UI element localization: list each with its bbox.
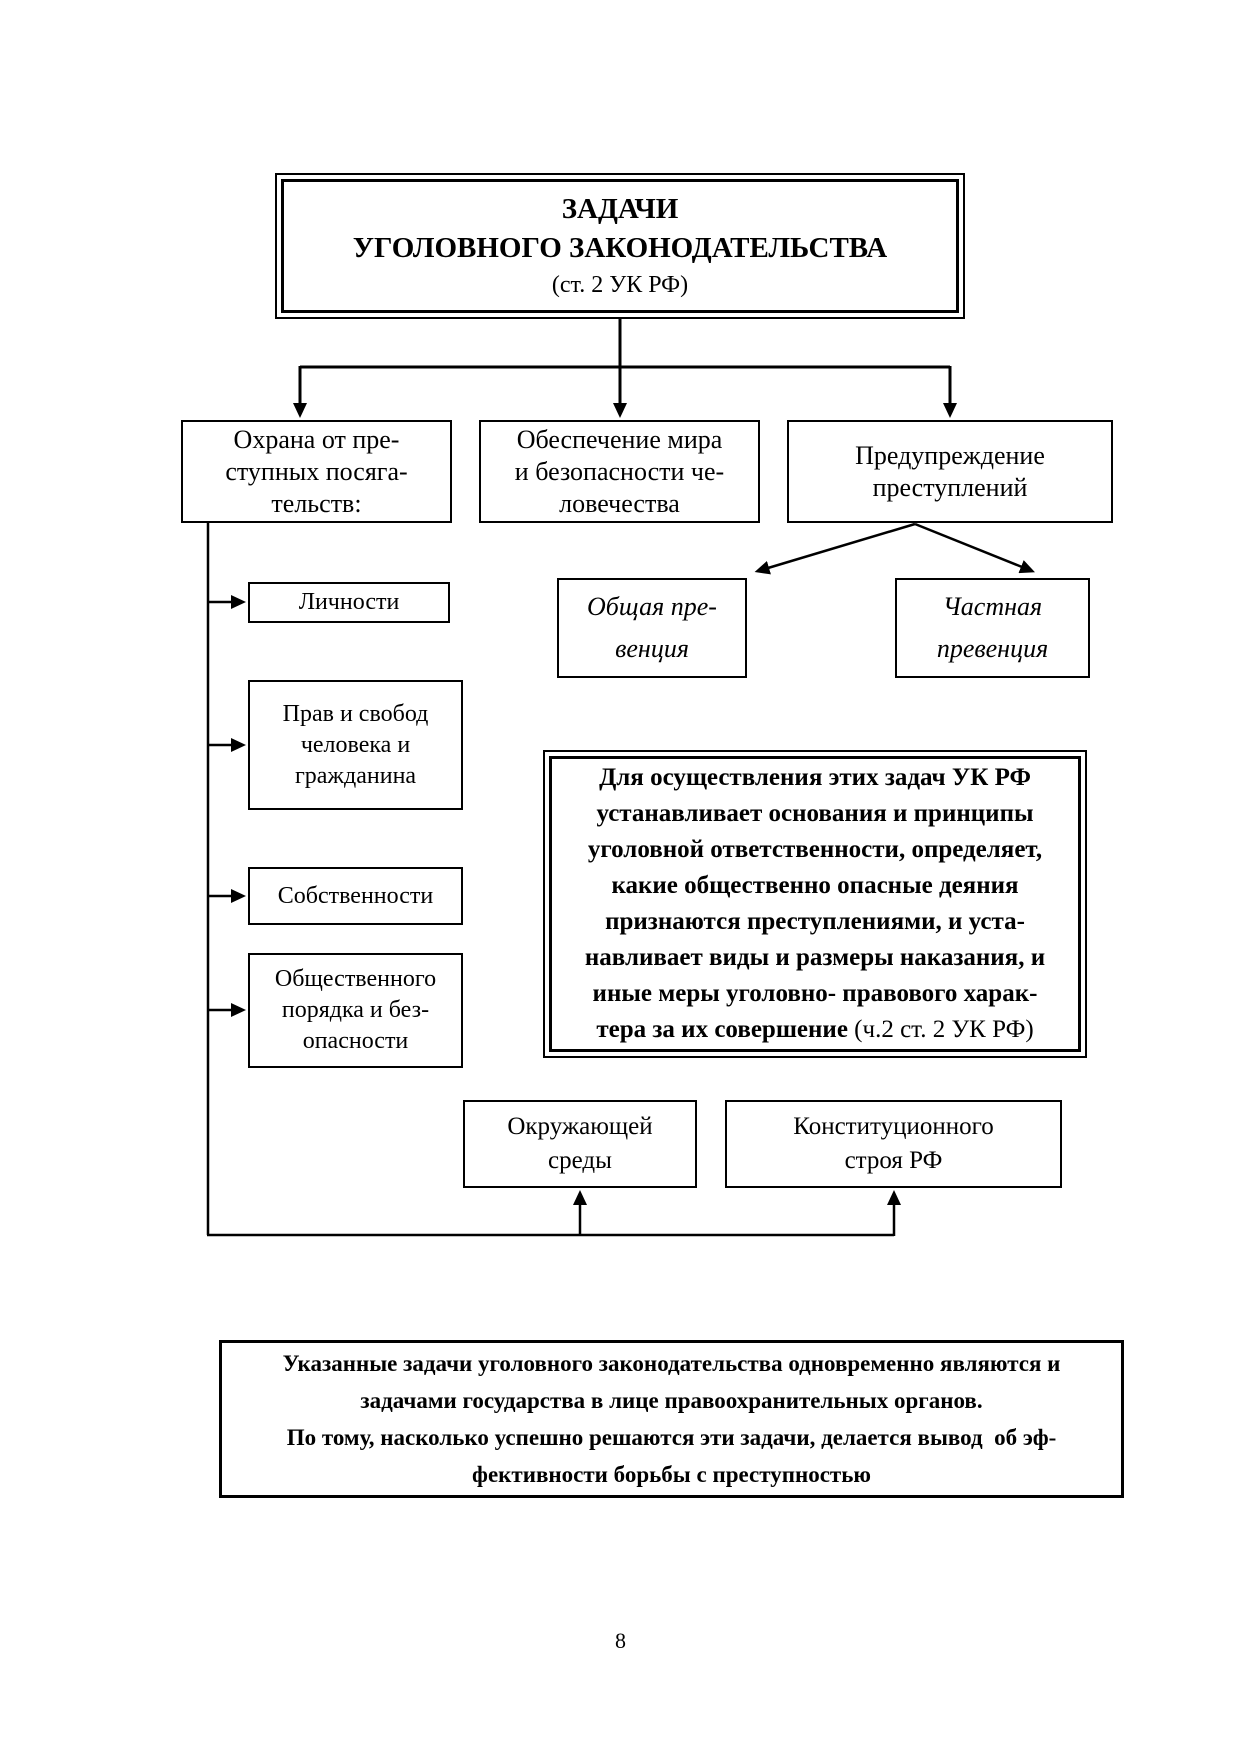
task-okhrana-line: Охрана от пре-	[233, 424, 400, 454]
central-text-line: устанавливает основания и принципы	[596, 800, 1034, 827]
task-box-obespechenie: Обеспечение мира и безопасности че- лове…	[479, 420, 760, 523]
task-preduprezhdenie-line: Предупреждение	[855, 440, 1045, 470]
task-okhrana-line: ступных посяга-	[225, 456, 408, 486]
object-stroi-line: Конституционного	[793, 1113, 994, 1140]
object-poryadok-line: Общественного	[274, 966, 437, 992]
object-box-prava: Прав и свобод человека и гражданина	[248, 680, 463, 810]
central-text-line: какие общественно опасные деяния	[611, 872, 1019, 899]
object-box-sreda: Окружающей среды	[463, 1100, 697, 1188]
prevention-box-obshchaya: Общая пре- венция	[557, 578, 747, 678]
summary-box: Указанные задачи уголовного законодатель…	[219, 1340, 1124, 1498]
object-sreda-line: среды	[548, 1147, 612, 1174]
central-text-line: признаются преступлениями, и уста-	[605, 908, 1025, 935]
object-prava-line: Прав и свобод	[282, 700, 429, 727]
title-article-ref: (ст. 2 УК РФ)	[551, 272, 689, 298]
prevention-chastnaya-line: Частная	[942, 592, 1043, 621]
prevention-box-chastnaya: Частная превенция	[895, 578, 1090, 678]
central-explanation-inner: Для осуществления этих задач УК РФ устан…	[549, 756, 1081, 1052]
left-trunk-connector	[206, 523, 901, 1237]
object-box-sobstvennost: Собственности	[248, 867, 463, 925]
object-box-poryadok: Общественного порядка и без- опасности	[248, 953, 463, 1068]
title-line-2: УГОЛОВНОГО ЗАКОНОДАТЕЛЬСТВА	[352, 232, 888, 264]
task-obespechenie-line: и безопасности че-	[514, 456, 725, 486]
object-sreda-line: Окружающей	[507, 1113, 653, 1140]
title-line-1: ЗАДАЧИ	[561, 193, 679, 225]
central-text-line: иные меры уголовно- правового харак-	[592, 980, 1038, 1007]
object-prava-line: человека и	[300, 731, 411, 758]
central-article-ref: (ч.2 ст. 2 УК РФ)	[847, 1016, 1034, 1043]
central-text-line: навливает виды и размеры наказания, и	[584, 944, 1046, 971]
summary-line: Указанные задачи уголовного законодатель…	[282, 1351, 1061, 1376]
title-box-inner: ЗАДАЧИ УГОЛОВНОГО ЗАКОНОДАТЕЛЬСТВА (ст. …	[281, 179, 959, 313]
summary-line: фективности борьбы с преступностью	[472, 1462, 871, 1487]
page-number: 8	[615, 1628, 626, 1653]
object-lichnosti-label: Личности	[298, 589, 400, 615]
central-text-last-line: тера за их совершение (ч.2 ст. 2 УК РФ)	[552, 1012, 1078, 1048]
central-text-line: Для осуществления этих задач УК РФ	[599, 764, 1031, 791]
prevention-diagonal-arrows	[754, 522, 1035, 575]
central-last-bold: тера за их совершение	[596, 1016, 848, 1043]
central-explanation-box: Для осуществления этих задач УК РФ устан…	[543, 750, 1087, 1058]
object-stroi-line: строя РФ	[844, 1147, 943, 1174]
task-preduprezhdenie-line: преступлений	[872, 472, 1028, 502]
prevention-obshchaya-line: Общая пре-	[587, 592, 717, 621]
object-box-stroi: Конституционного строя РФ	[725, 1100, 1062, 1188]
task-box-okhrana: Охрана от пре- ступных посяга- тельств:	[181, 420, 452, 523]
object-poryadok-line: опасности	[302, 1028, 409, 1054]
title-box: ЗАДАЧИ УГОЛОВНОГО ЗАКОНОДАТЕЛЬСТВА (ст. …	[275, 173, 965, 319]
object-poryadok-line: порядка и без-	[281, 997, 430, 1023]
prevention-chastnaya-line: превенция	[936, 634, 1049, 663]
object-prava-line: гражданина	[294, 762, 417, 789]
task-box-preduprezhdenie: Предупреждение преступлений	[787, 420, 1113, 523]
object-sobstvennost-label: Собственности	[277, 882, 434, 909]
task-okhrana-line: тельств:	[271, 488, 362, 518]
central-text-line: уголовной ответственности, определяет,	[587, 836, 1043, 863]
top-branch-connector	[293, 319, 957, 418]
prevention-obshchaya-line: венция	[615, 634, 689, 663]
summary-line: задачами государства в лице правоохранит…	[360, 1388, 983, 1413]
task-obespechenie-line: Обеспечение мира	[516, 424, 723, 454]
summary-line: По тому, насколько успешно решаются эти …	[286, 1425, 1057, 1450]
object-box-lichnosti: Личности	[248, 582, 450, 623]
task-obespechenie-line: ловечества	[559, 488, 680, 518]
